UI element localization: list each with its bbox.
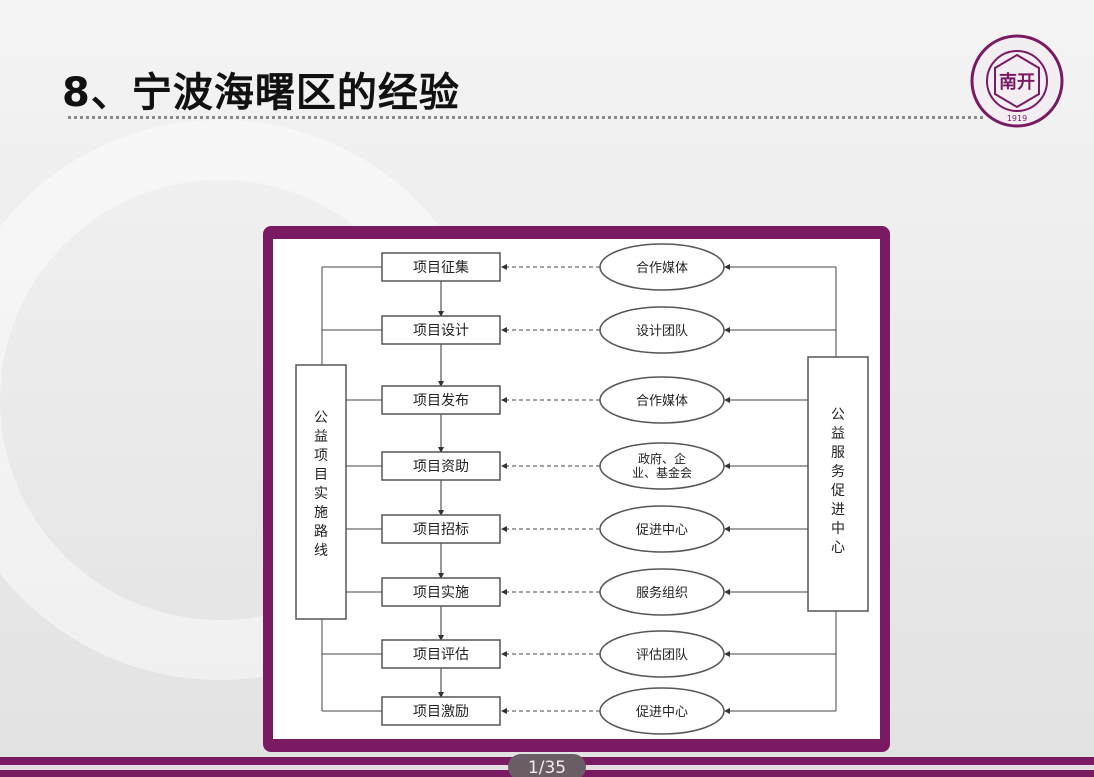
step-box: [381, 514, 501, 544]
step-label: 项目设计: [413, 323, 469, 339]
partner-ellipse: [599, 630, 725, 678]
step-box: [381, 451, 501, 481]
diagram-frame: 项目征集合作媒体项目设计设计团队项目发布合作媒体项目资助政府、企业、基金会项目招…: [263, 226, 890, 752]
partner-ellipse: [599, 568, 725, 616]
step-label: 项目征集: [413, 259, 469, 276]
partner-label: 促进中心: [636, 705, 688, 720]
right-center-box: [807, 356, 869, 612]
step-label: 项目资助: [413, 459, 469, 475]
slide-title: 8、宁波海曙区的经验: [62, 70, 460, 116]
step-box: [381, 385, 501, 415]
step-box: [381, 639, 501, 669]
partner-ellipse: [599, 442, 725, 490]
partner-label: 设计团队: [636, 324, 688, 339]
step-box: [381, 577, 501, 607]
partner-label: 促进中心: [636, 523, 688, 538]
step-box: [381, 315, 501, 345]
svg-text:1919: 1919: [1007, 114, 1027, 123]
partner-ellipse: [599, 687, 725, 735]
partner-label: 服务组织: [636, 585, 688, 601]
step-label: 项目招标: [413, 522, 469, 538]
partner-label: 合作媒体: [636, 261, 688, 276]
partner-ellipse: [599, 376, 725, 424]
university-logo: 南开 1919: [970, 34, 1064, 128]
partner-label: 合作媒体: [636, 394, 688, 409]
partner-ellipse: [599, 306, 725, 354]
step-label: 项目评估: [413, 647, 469, 663]
partner-label: 政府、企: [638, 451, 686, 466]
right-center-label: 公益服务促进中心: [831, 407, 845, 556]
svg-text:南开: 南开: [999, 71, 1035, 93]
partner-label: 评估团队: [636, 648, 688, 663]
partner-ellipse: [599, 243, 725, 291]
step-label: 项目发布: [413, 393, 469, 409]
step-box: [381, 252, 501, 282]
step-label: 项目实施: [413, 585, 469, 601]
page-indicator[interactable]: 1/35: [508, 754, 586, 777]
left-route-label: 公益项目实施路线: [314, 410, 328, 559]
partner-label: 业、基金会: [632, 465, 692, 480]
step-label: 项目激励: [413, 703, 469, 720]
title-divider: [68, 116, 983, 119]
flow-diagram: 项目征集合作媒体项目设计设计团队项目发布合作媒体项目资助政府、企业、基金会项目招…: [295, 243, 869, 735]
step-box: [381, 696, 501, 726]
left-route-box: [295, 364, 347, 620]
partner-ellipse: [599, 505, 725, 553]
